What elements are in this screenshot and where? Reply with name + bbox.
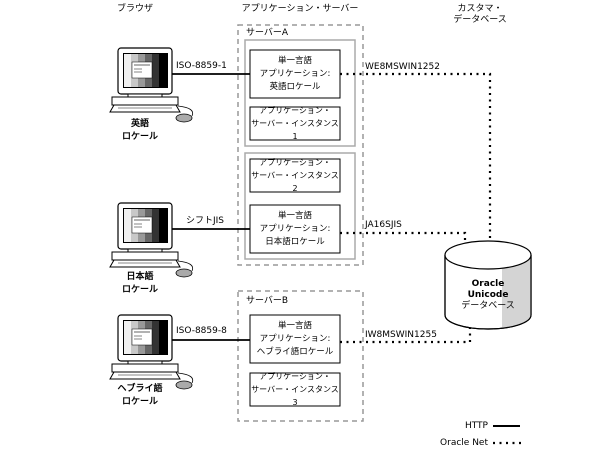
computer-icon-english [109,47,194,123]
database-label: Oracle Unicode データベース [445,279,531,312]
app-hebrew-line3: ヘブライ語ロケール [256,346,334,357]
server-b-dashed-boundary [237,290,364,422]
instance-1-line2: サーバー・インスタンス1 [251,119,339,141]
app-japanese-line2: アプリケーション: [259,223,331,234]
app-japanese-line1: 単一言語 [277,210,312,221]
client-label-hebrew: ヘブライ語 ロケール [105,383,175,409]
instance-3-line1: アプリケーション・ [259,372,331,381]
server-a-label: サーバーA [246,28,289,38]
oracle-net-line-japanese [340,231,467,248]
browser-column-header: ブラウザ [116,4,153,14]
server-a-dashed-boundary [237,24,364,266]
database-label-line1: Oracle [471,279,505,289]
app-english-line3: 英語ロケール [269,81,321,92]
client-label-english-line1: 英語 [130,119,149,129]
instance-1-line1: アプリケーション・ [259,106,331,115]
oracle-net-line-english [340,72,492,240]
database-label-line3: データベース [461,301,515,311]
app-hebrew-line2: アプリケーション: [259,333,331,344]
client-label-english-line2: ロケール [121,132,158,142]
customer-db-header-line1: カスタマ・ [457,4,503,14]
client-label-hebrew-line2: ロケール [121,397,158,407]
app-box-hebrew [249,314,341,364]
db-charset-english: WE8MSWIN1252 [365,62,440,72]
app-box-japanese-text: 単一言語 アプリケーション: 日本語ロケール [250,205,340,253]
client-label-japanese-line1: 日本語 [126,272,154,282]
instance-box-3-text: アプリケーション・ サーバー・インスタンス3 [250,372,340,407]
client-label-japanese-line2: ロケール [121,285,158,295]
server-a-group-2 [244,152,356,260]
instance-box-2-text: アプリケーション・ サーバー・インスタンス2 [250,158,340,193]
client-charset-japanese: シフトJIS [186,216,225,226]
computer-icon-hebrew [109,314,194,390]
instance-box-3 [249,372,341,407]
app-box-hebrew-text: 単一言語 アプリケーション: ヘブライ語ロケール [250,315,340,363]
client-label-japanese: 日本語 ロケール [105,271,175,297]
customer-db-header-line2: データベース [453,15,507,25]
app-box-english [249,49,341,99]
legend-oracle-net-label: Oracle Net [440,438,488,448]
app-server-column-header: アプリケーション・サーバー [241,4,359,14]
instance-2-line1: アプリケーション・ [259,158,331,167]
instance-2-line2: サーバー・インスタンス2 [251,171,339,193]
app-english-line2: アプリケーション: [259,68,331,79]
app-english-line1: 単一言語 [277,55,312,66]
client-charset-english: ISO-8859-1 [176,61,227,71]
instance-box-1-text: アプリケーション・ サーバー・インスタンス1 [250,106,340,141]
instance-box-2 [249,158,341,193]
customer-db-column-header: カスタマ・ データベース [425,4,535,26]
db-charset-japanese: JA16SJIS [365,220,402,230]
legend-http-label: HTTP [464,421,488,431]
app-box-english-text: 単一言語 アプリケーション: 英語ロケール [250,50,340,98]
server-b-label: サーバーB [246,296,289,306]
app-hebrew-line1: 単一言語 [277,320,312,331]
client-label-english: 英語 ロケール [105,118,175,144]
client-label-hebrew-line1: ヘブライ語 [117,384,163,394]
db-charset-hebrew: IW8MSWIN1255 [365,330,437,340]
app-japanese-line3: 日本語ロケール [265,236,325,247]
computer-icon-japanese [109,202,194,278]
oracle-net-line-hebrew [340,325,472,344]
instance-box-1 [249,106,341,141]
server-a-group-1 [244,39,356,147]
database-label-line2: Unicode [467,290,509,300]
instance-3-line2: サーバー・インスタンス3 [251,385,339,407]
client-charset-hebrew: ISO-8859-8 [176,326,227,336]
database-cylinder-icon [444,240,532,330]
